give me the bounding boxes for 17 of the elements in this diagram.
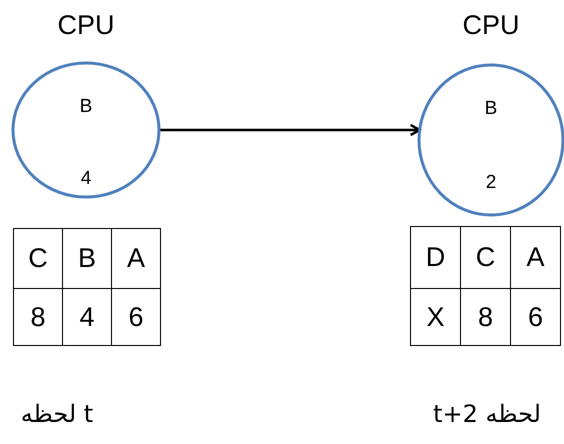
table-cell: X xyxy=(410,288,461,346)
node-text: B xyxy=(484,98,498,120)
table-cell: A xyxy=(111,228,161,289)
time-label: لحظه t xyxy=(20,400,94,428)
table-cell: 8 xyxy=(13,288,63,346)
time-label: t+2 لحظه xyxy=(433,400,541,428)
arrow xyxy=(159,124,421,136)
table-cell: D xyxy=(410,226,461,289)
table-cell: 6 xyxy=(510,288,561,346)
node-title: CPU xyxy=(461,10,520,40)
table-cell: C xyxy=(13,228,63,289)
node-text: B xyxy=(78,96,94,118)
node-text: 4 xyxy=(80,168,92,190)
table-cell: A xyxy=(510,226,561,289)
node-title: CPU xyxy=(56,10,116,40)
table-cell: 6 xyxy=(111,288,161,346)
node-text: 2 xyxy=(484,172,498,194)
